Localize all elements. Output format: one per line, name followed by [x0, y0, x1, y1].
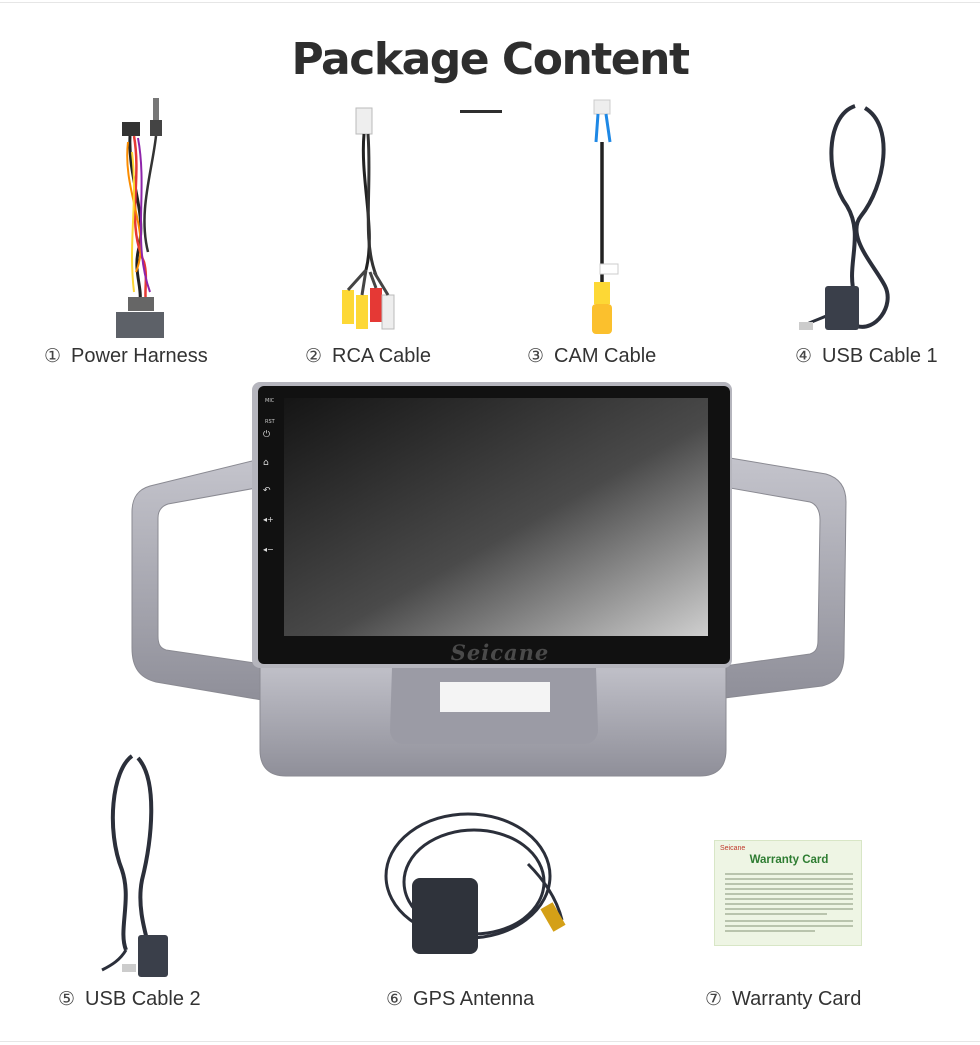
- rca-cable-image: [342, 107, 395, 330]
- title-underline: [460, 110, 502, 113]
- cam-cable-image: [592, 99, 619, 334]
- warranty-card-text-block: [725, 873, 853, 935]
- item-number: ④: [795, 345, 813, 367]
- item-caption: ⑦ Warranty Card: [705, 988, 861, 1011]
- item-caption: ⑤ USB Cable 2: [58, 988, 201, 1011]
- back-icon[interactable]: ↶: [263, 486, 271, 496]
- bottom-divider: [0, 1041, 980, 1042]
- top-divider: [0, 2, 980, 3]
- item-caption: ⑥ GPS Antenna: [386, 988, 534, 1011]
- item-label: CAM Cable: [554, 345, 657, 367]
- item-label: Warranty Card: [732, 988, 862, 1010]
- item-label: RCA Cable: [332, 345, 431, 367]
- usb-cable-1-image: [799, 104, 890, 330]
- warranty-card-title: Warranty Card: [749, 854, 829, 866]
- item-caption: ③ CAM Cable: [527, 345, 656, 368]
- item-number: ②: [305, 345, 323, 367]
- page-title: Package Content: [291, 34, 690, 85]
- rst-label: RST: [265, 419, 275, 425]
- gps-antenna-image: [384, 812, 566, 954]
- item-label: GPS Antenna: [413, 988, 535, 1010]
- item-caption: ① Power Harness: [44, 345, 208, 368]
- power-icon[interactable]: ⏻: [263, 430, 271, 440]
- warranty-card-image: Seicane Warranty Card: [714, 840, 862, 946]
- brand-logo: Seicane: [450, 640, 550, 665]
- item-number: ⑥: [386, 988, 404, 1010]
- item-number: ①: [44, 345, 62, 367]
- head-unit-image: [131, 382, 847, 777]
- usb-cable-2-image: [101, 754, 168, 977]
- item-label: USB Cable 1: [822, 345, 938, 367]
- volume-down-icon[interactable]: ◂−: [263, 545, 274, 554]
- power-harness-image: [116, 98, 164, 338]
- item-caption: ④ USB Cable 1: [795, 345, 938, 368]
- item-label: USB Cable 2: [85, 988, 201, 1010]
- home-icon[interactable]: ⌂: [263, 458, 269, 468]
- mic-label: MIC: [265, 398, 275, 404]
- item-caption: ② RCA Cable: [305, 345, 431, 368]
- item-number: ⑦: [705, 988, 723, 1010]
- item-label: Power Harness: [71, 345, 208, 367]
- warranty-card-brand: Seicane: [720, 845, 746, 852]
- item-number: ③: [527, 345, 545, 367]
- item-number: ⑤: [58, 988, 76, 1010]
- volume-up-icon[interactable]: ◂+: [263, 515, 274, 524]
